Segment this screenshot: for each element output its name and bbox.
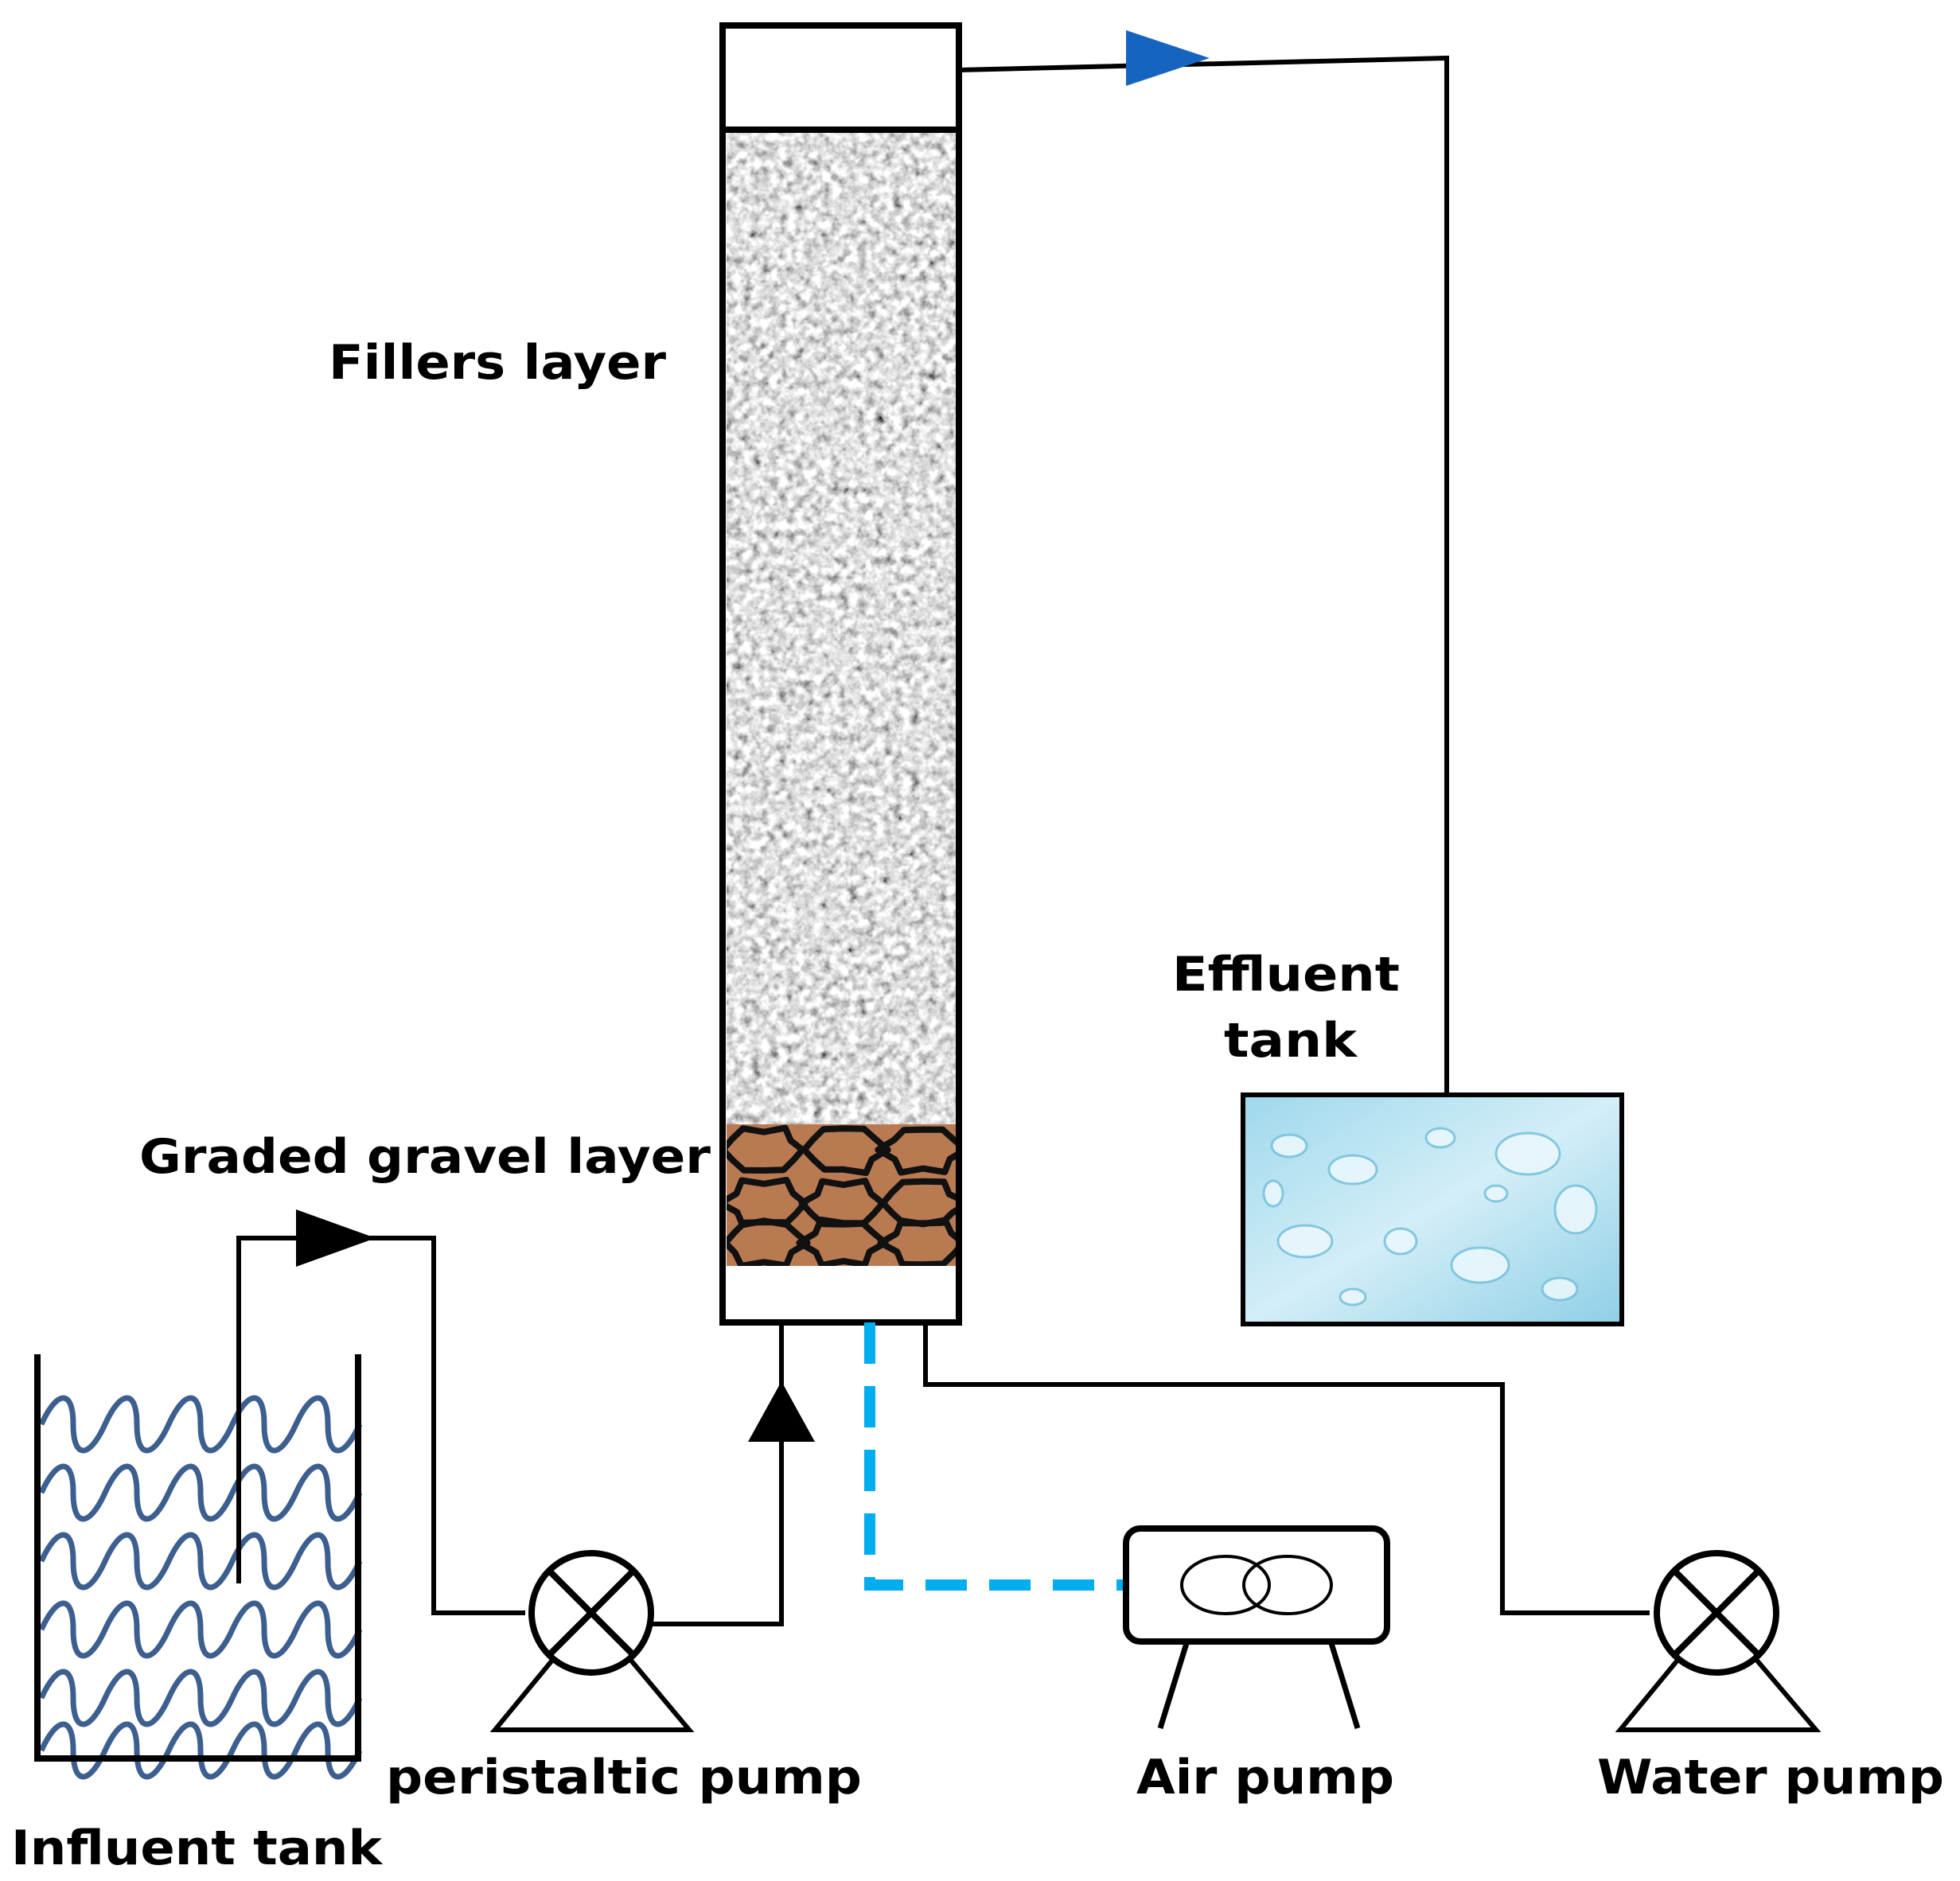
label-air-pump: Air pump [1136, 1750, 1394, 1805]
water-droplet [1327, 1154, 1378, 1186]
label-influent-tank: Influent tank [11, 1821, 384, 1876]
water-wave [38, 1463, 363, 1522]
water-droplet [1383, 1227, 1418, 1256]
effluent-flow-arrow [1126, 30, 1210, 86]
water-droplet [1270, 1133, 1308, 1159]
gravel-stone [796, 1217, 889, 1266]
label-peristaltic-pump: peristaltic pump [386, 1750, 862, 1805]
water-pump [1615, 1550, 1822, 1732]
gravel-stone [727, 1124, 806, 1174]
gravel-stone [801, 1125, 891, 1176]
feed-pipe-to-column [651, 1322, 784, 1626]
water-droplet [1262, 1179, 1284, 1208]
filler-media [727, 131, 957, 1126]
feed-flow-arrow [748, 1381, 815, 1442]
water-wave [38, 1532, 363, 1591]
peristaltic-pump [489, 1550, 695, 1732]
influent-tank [34, 1354, 363, 1780]
gravel-stone [877, 1217, 957, 1266]
water-wave [38, 1721, 363, 1780]
reactor-column [719, 22, 962, 1326]
gravel-stone [875, 1126, 957, 1176]
air-line [864, 1322, 1126, 1591]
influent-pipe [236, 1236, 525, 1615]
water-droplet [1450, 1246, 1510, 1284]
label-fillers-layer: Fillers layer [329, 335, 666, 391]
air-pump [1123, 1525, 1390, 1730]
water-wave [38, 1600, 363, 1659]
water-droplet [1424, 1127, 1456, 1149]
label-effluent-tank-line1: Effluent [1172, 947, 1400, 1003]
water-wave [38, 1669, 363, 1727]
water-droplet [1494, 1131, 1561, 1176]
water-wave [38, 1395, 363, 1454]
water-droplet [1483, 1184, 1509, 1203]
graded-gravel [727, 1124, 957, 1266]
column-outline [719, 22, 962, 1326]
label-effluent-tank-line2: tank [1224, 1013, 1358, 1069]
label-graded-gravel-layer: Graded gravel layer [139, 1129, 711, 1185]
water-pump-line [923, 1322, 1650, 1615]
influent-flow-arrow [296, 1209, 376, 1267]
water-droplet [1541, 1276, 1579, 1302]
effluent-tank [1241, 1092, 1624, 1326]
water-droplet [1338, 1287, 1367, 1307]
gravel-stone [727, 1219, 811, 1266]
effluent-pipe [958, 55, 1449, 1095]
water-droplet [1276, 1224, 1334, 1259]
label-water-pump: Water pump [1597, 1750, 1944, 1805]
water-droplet [1553, 1184, 1598, 1235]
